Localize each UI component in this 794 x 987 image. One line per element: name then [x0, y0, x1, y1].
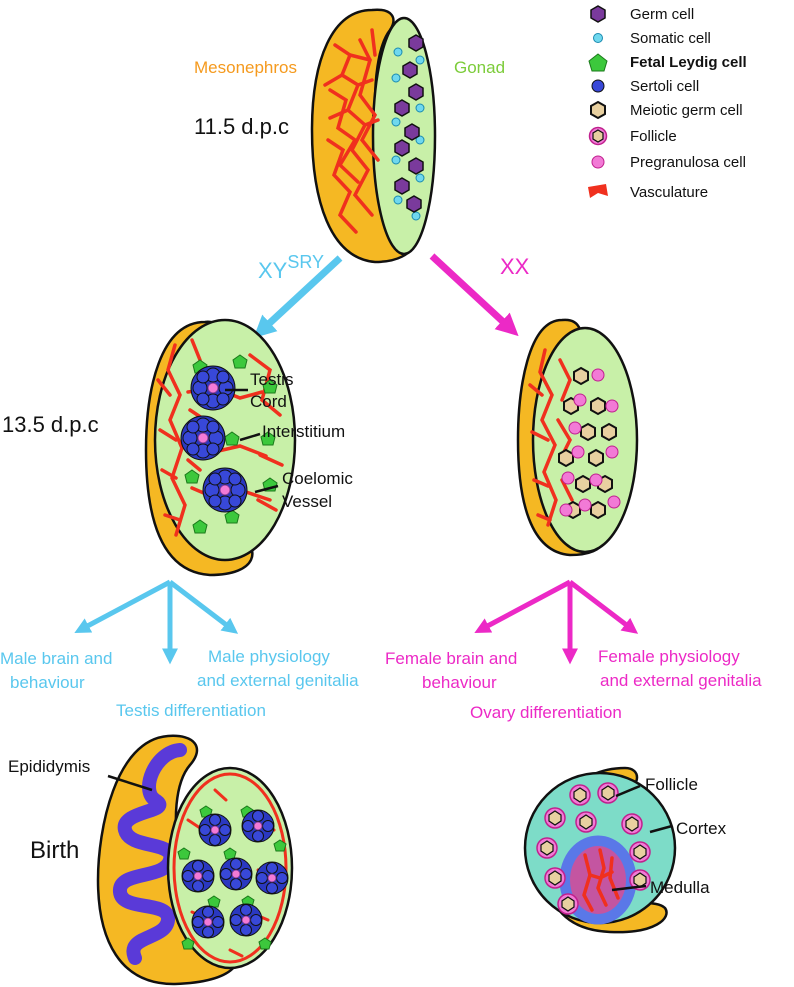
xx-arrow — [429, 253, 519, 337]
birth-testis-cords — [181, 809, 289, 939]
gonad-11-5-dpc — [310, 8, 437, 264]
legend-item-pregranulosa-cell: Pregranulosa cell — [591, 154, 746, 171]
leydig-cells — [177, 805, 287, 950]
legend-item-vasculature: Vasculature — [588, 184, 708, 201]
coelomic-vessel-label-1: Coelomic — [282, 469, 353, 488]
interstitium-pointer — [239, 432, 261, 442]
legend-item-sertoli-cell: Sertoli cell — [591, 78, 699, 95]
coelomic-vessel-pointer — [254, 484, 279, 494]
ovary-at-birth — [523, 766, 677, 934]
legend-label: Somatic cell — [630, 30, 711, 47]
stage-11-5-label: 11.5 d.p.c — [194, 114, 289, 139]
ovary-differentiation-label: Ovary differentiation — [470, 703, 622, 722]
male-brain-label-2: behaviour — [10, 673, 85, 692]
legend-label: Vasculature — [630, 184, 708, 201]
pregranulosa-cells — [559, 368, 621, 517]
testis-cord — [180, 415, 226, 461]
male-outcome-arrows — [74, 579, 239, 665]
testis-at-birth — [96, 734, 294, 986]
pregranulosa-cell-icon — [591, 155, 605, 169]
female-outcome-arrows — [474, 579, 639, 665]
legend-item-somatic-cell: Somatic cell — [593, 30, 711, 47]
fetal-leydig-cell-icon — [588, 53, 608, 72]
epididymis-label: Epididymis — [8, 757, 90, 776]
legend-label: Fetal Leydig cell — [630, 54, 747, 71]
medulla-label: Medulla — [650, 878, 710, 897]
follicle-label: Follicle — [645, 775, 698, 794]
legend-item-germ-cell: Germ cell — [590, 5, 694, 23]
cortex-pointer — [649, 824, 673, 834]
male-physiology-label-1: Male physiology — [208, 647, 330, 666]
stage-birth-label: Birth — [30, 837, 79, 864]
legend: Germ cell Somatic cell Fetal Leydig cell… — [588, 5, 747, 201]
vasculature-group — [528, 348, 574, 527]
legend-item-fetal-leydig-cell: Fetal Leydig cell — [588, 53, 747, 72]
gonad-label: Gonad — [454, 58, 505, 77]
leydig-cells — [184, 354, 278, 534]
legend-label: Sertoli cell — [630, 78, 699, 95]
testis-cord — [202, 467, 248, 513]
testis-cord — [190, 365, 236, 411]
vasculature-group — [323, 28, 380, 234]
gonad-shape — [371, 16, 437, 256]
xx-label: XX — [500, 254, 530, 279]
testis-cord-label-1: Testis — [250, 370, 293, 389]
mesonephros-label: Mesonephros — [194, 58, 297, 77]
female-brain-label-1: Female brain and — [385, 649, 517, 668]
legend-label: Germ cell — [630, 6, 694, 23]
female-brain-label-2: behaviour — [422, 673, 497, 692]
meiotic-germ-cell-icon — [590, 100, 606, 120]
medulla-vessels — [582, 848, 620, 912]
germ-cells — [394, 34, 424, 213]
epididymis-pointer — [107, 774, 153, 792]
stage-13-5-label: 13.5 d.p.c — [2, 412, 99, 437]
xy-sry-label: XYSRY — [258, 252, 324, 283]
interstitium-label: Interstitium — [262, 422, 345, 441]
legend-label: Meiotic germ cell — [630, 102, 743, 119]
legend-item-follicle: Follicle — [588, 126, 677, 146]
female-physiology-label-2: and external genitalia — [600, 671, 762, 690]
legend-label: Follicle — [630, 128, 677, 145]
female-physiology-label-1: Female physiology — [598, 647, 740, 666]
cortex-label: Cortex — [676, 819, 727, 838]
male-physiology-label-2: and external genitalia — [197, 671, 359, 690]
sertoli-cell-icon — [591, 79, 605, 93]
somatic-cell-icon — [593, 33, 603, 43]
male-brain-label-1: Male brain and — [0, 649, 112, 668]
vasculature-icon — [588, 184, 608, 198]
gonad-13-5-dpc-male — [144, 318, 297, 577]
germ-cell-icon — [590, 5, 606, 23]
xy-arrow — [253, 255, 343, 339]
coelomic-vessel-label-2: Vessel — [282, 492, 332, 511]
follicle-pointer — [615, 784, 641, 798]
medulla-pointer — [611, 884, 647, 892]
somatic-cells — [391, 47, 425, 221]
legend-item-meiotic-germ-cell: Meiotic germ cell — [590, 100, 743, 120]
testis-differentiation-label: Testis differentiation — [116, 701, 266, 720]
gonad-shape — [531, 326, 639, 554]
gonad-13-5-dpc-female — [516, 318, 639, 557]
testis-cord-label-2: Cord — [250, 392, 287, 411]
legend-label: Pregranulosa cell — [630, 154, 746, 171]
